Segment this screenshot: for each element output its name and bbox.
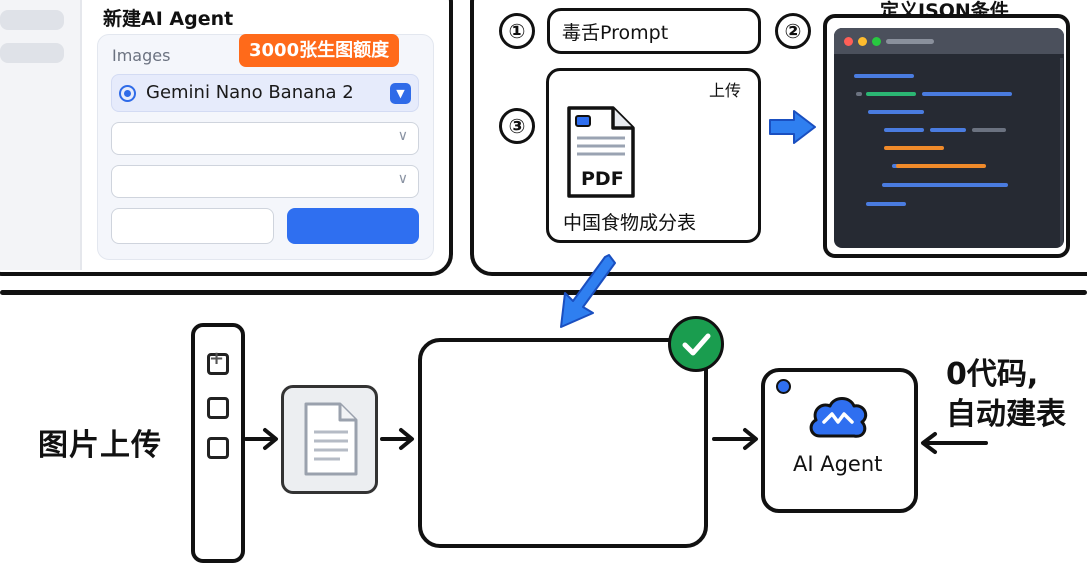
no-code-line-2: 自动建表 [946,397,1066,432]
code-window [834,28,1064,248]
chevron-down-icon: ∨ [397,171,408,187]
window-maximize-dot[interactable] [872,37,881,46]
dropdown-empty[interactable]: ∨ [111,165,419,198]
pdf-label: PDF [581,168,624,190]
toolbar-button[interactable] [207,397,229,419]
arrow-down-left-icon [560,254,616,328]
agent-cloud-icon [809,397,868,438]
images-label: Images [112,46,171,65]
text-input[interactable] [111,208,274,244]
document-icon [304,402,358,476]
upload-toolbar [191,323,245,563]
arrow-right-icon [380,428,414,450]
plus-glyph: + [209,348,225,369]
prompt-box[interactable] [547,8,761,54]
step-number-1: ① [499,13,535,49]
arrow-left-icon [921,432,988,454]
processing-box [418,338,708,548]
model-label: Gemini Nano Banana 2 [146,82,354,103]
sidebar-item[interactable] [0,43,64,63]
chevron-down-icon[interactable]: ▼ [390,83,411,104]
pdf-file-icon [567,106,635,198]
arrow-right-icon [712,428,758,450]
dropdown-empty[interactable]: ∨ [111,122,419,155]
chevron-down-icon: ∨ [397,128,408,144]
window-minimize-dot[interactable] [858,37,867,46]
code-titlebar [834,28,1064,54]
image-upload-label: 图片上传 [38,428,162,463]
primary-button[interactable] [287,208,419,244]
app-sidebar [0,0,82,270]
window-close-dot[interactable] [844,37,853,46]
section-divider [0,290,1087,295]
check-circle-icon [668,316,724,372]
radio-selected-icon[interactable] [119,85,136,102]
toolbar-button[interactable] [207,437,229,459]
upload-label: 上传 [709,81,742,100]
no-code-line-1: 0代码, [946,357,1039,392]
agent-name: AI Agent [793,452,883,476]
pdf-caption: 中国食物成分表 [563,212,697,234]
step-number-3: ③ [499,108,535,144]
prompt-label: 毒舌Prompt [562,22,669,44]
model-option[interactable] [111,74,419,112]
panel-title: 新建AI Agent [103,8,234,30]
status-dot [776,379,791,394]
sidebar-item[interactable] [0,10,64,30]
step-number-2: ② [775,13,811,49]
arrow-right-icon [244,428,278,450]
no-code-text: 0代码, 自动建表 [946,355,1066,435]
quota-badge: 3000张生图额度 [239,34,400,67]
arrow-right-icon [769,110,816,144]
plus-icon[interactable] [207,353,229,375]
